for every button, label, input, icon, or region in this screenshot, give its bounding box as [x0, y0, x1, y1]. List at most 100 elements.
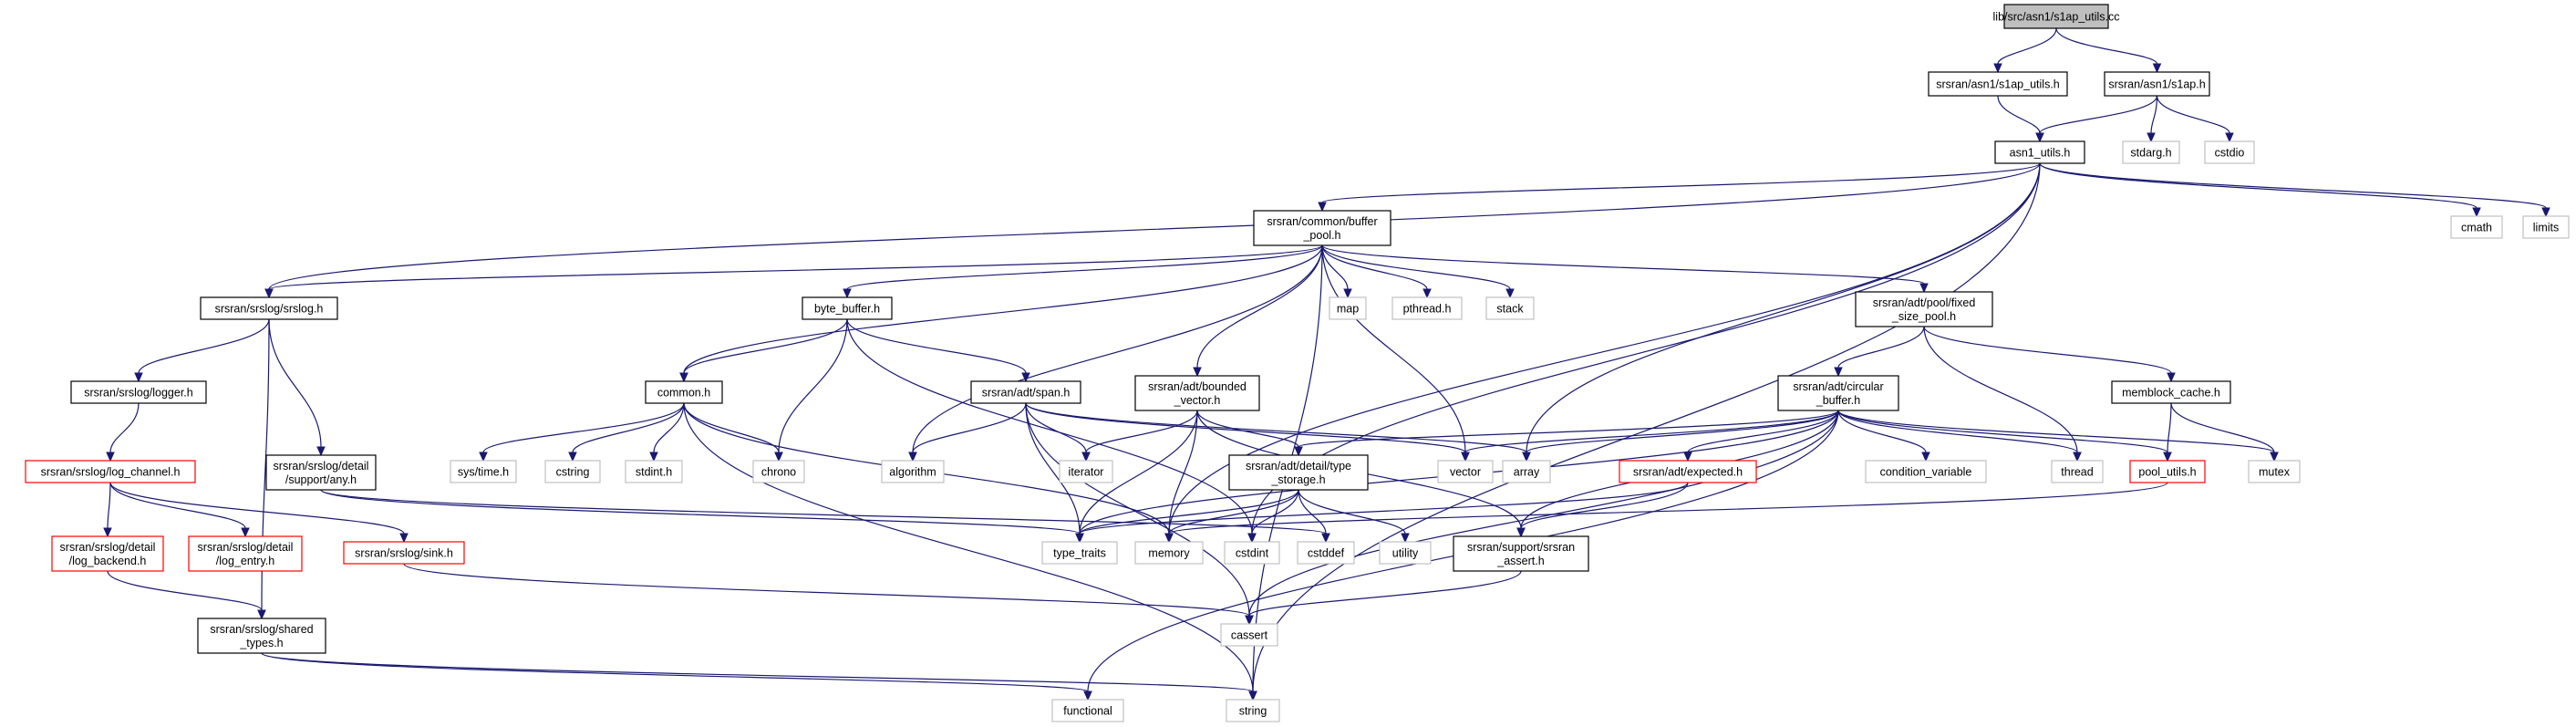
edge-log_channel-to-sink [109, 482, 409, 544]
edge-log_backend-to-shared_types [107, 570, 266, 620]
node-label: pthread.h [1403, 303, 1452, 316]
arrowhead [2073, 452, 2082, 462]
node-array: array [1502, 460, 1551, 483]
node-box [1379, 541, 1432, 565]
node-buffer-pool[interactable]: srsran/common/buffer_pool.h [1253, 210, 1391, 246]
node-log-channel[interactable]: srsran/srslog/log_channel.h [25, 460, 196, 483]
edge-line [1923, 326, 2172, 374]
node-box [1453, 535, 1589, 572]
node-circular-buffer[interactable]: srsran/adt/circular_buffer.h [1777, 375, 1899, 411]
node-label: /support/any.h [285, 473, 357, 486]
node-layer: lib/src/asn1/s1ap_utils.cc srsran/asn1/s1… [25, 4, 2570, 722]
node-byte-buffer[interactable]: byte_buffer.h [802, 296, 893, 320]
node-label: string [1239, 705, 1267, 718]
edge-fixed_size_pool-to-memblock_cache [1923, 326, 2176, 383]
node-limits: limits [2522, 215, 2570, 239]
node-s1ap-h[interactable]: srsran/asn1/s1ap.h [2104, 71, 2210, 97]
edge-line [1248, 410, 1839, 617]
edge-line [1321, 244, 1511, 290]
edge-circular_buffer-to-mutex [1837, 410, 2279, 462]
edge-line [2039, 162, 2478, 209]
node-box [544, 460, 601, 483]
arrowhead [257, 609, 266, 620]
edge-line [1085, 410, 1198, 453]
edge-s1ap_h-to-asn1_utils [2035, 95, 2158, 143]
node-sink[interactable]: srsran/srslog/sink.h [343, 541, 465, 565]
arrowhead [479, 452, 488, 462]
edge-log_channel-to-log_entry [109, 482, 250, 538]
node-mutex: mutex [2248, 460, 2301, 483]
edge-type_storage-to-utility [1298, 489, 1410, 544]
edge-line [2170, 402, 2275, 453]
node-log-backend[interactable]: srsran/srslog/detail/log_backend.h [51, 535, 164, 572]
arrowhead [241, 527, 250, 538]
node-box [1041, 541, 1118, 565]
edge-line [107, 482, 111, 529]
edge-line [1168, 410, 1198, 535]
node-common-h[interactable]: common.h [645, 380, 723, 404]
node-srslog[interactable]: srsran/srslog/srslog.h [200, 296, 338, 320]
edge-circular_buffer-to-thread [1837, 410, 2082, 462]
node-logger[interactable]: srsran/srslog/logger.h [70, 380, 207, 404]
node-box [1228, 454, 1369, 491]
node-box [1928, 71, 2068, 97]
node-label: memory [1148, 547, 1190, 560]
node-span[interactable]: srsran/adt/span.h [970, 380, 1081, 404]
node-shared-types[interactable]: srsran/srslog/shared_types.h [197, 618, 326, 654]
node-label: cstdint [1236, 547, 1269, 560]
node-s1ap-utils-h[interactable]: srsran/asn1/s1ap_utils.h [1928, 71, 2068, 97]
node-box [188, 535, 303, 572]
edge-fixed_size_pool-to-thread [1923, 326, 2082, 462]
node-type-storage[interactable]: srsran/adt/detail/type_storage.h [1228, 454, 1369, 491]
edge-line [1168, 489, 1299, 535]
node-box [2122, 140, 2180, 164]
node-expected[interactable]: srsran/adt/expected.h [1619, 460, 1757, 483]
edge-pool_utils-to-memory [1164, 482, 2168, 544]
node-box [1134, 375, 1260, 411]
edge-buffer_pool-to-bounded_vector [1193, 244, 1323, 378]
arrowhead [679, 372, 688, 383]
edge-layer [103, 27, 2550, 701]
node-box [2450, 215, 2503, 239]
node-algorithm: algorithm [881, 460, 945, 483]
node-label: condition_variable [1880, 466, 1972, 479]
edge-circular_buffer-to-expected [1683, 410, 1839, 462]
edge-line [320, 489, 1081, 535]
edge-line [1196, 244, 1323, 369]
node-box [1855, 291, 1993, 327]
edge-line [138, 318, 270, 374]
arrowhead [1248, 691, 1257, 701]
edge-buffer_pool-to-algorithm [908, 244, 1323, 462]
node-memblock-cache[interactable]: memblock_cache.h [2111, 380, 2231, 404]
node-pool-utils[interactable]: pool_utils.h [2129, 460, 2206, 483]
edge-memblock_cache-to-mutex [2170, 402, 2279, 462]
node-box [1297, 541, 1355, 565]
node-bounded-vector[interactable]: srsran/adt/bounded_vector.h [1134, 375, 1260, 411]
arrowhead [1683, 452, 1692, 462]
node-label: srsran/adt/expected.h [1633, 466, 1743, 479]
node-label: srsran/adt/bounded [1148, 380, 1247, 393]
edge-shared_types-to-string [261, 652, 1257, 701]
edge-srsran_assert-to-cassert [1245, 570, 1522, 626]
node-label: _storage.h [1270, 473, 1325, 486]
node-root[interactable]: lib/src/asn1/s1ap_utils.cc [1993, 4, 2120, 29]
arrowhead [1516, 527, 1526, 538]
edge-line [261, 652, 1089, 692]
node-label: cmath [2461, 222, 2492, 234]
edge-line [482, 402, 685, 453]
node-iterator: iterator [1059, 460, 1113, 483]
edge-buffer_pool-to-vector [1321, 244, 1470, 462]
edge-line [1837, 410, 2078, 453]
edge-line [1079, 410, 1198, 535]
node-any-h[interactable]: srsran/srslog/detail/support/any.h [265, 454, 377, 491]
node-fixed-size-pool[interactable]: srsran/adt/pool/fixed_size_pool.h [1855, 291, 1993, 327]
node-asn1-utils[interactable]: asn1_utils.h [1994, 140, 2085, 164]
node-log-entry[interactable]: srsran/srslog/detail/log_entry.h [188, 535, 303, 572]
arrowhead [1083, 691, 1092, 701]
node-label: _size_pool.h [1891, 310, 1956, 323]
node-box [450, 460, 517, 483]
edge-sink-to-cassert [403, 563, 1254, 626]
node-srsran-assert[interactable]: srsran/support/srsran_assert.h [1453, 535, 1589, 572]
node-box [752, 460, 805, 483]
arrowhead [1294, 446, 1303, 457]
